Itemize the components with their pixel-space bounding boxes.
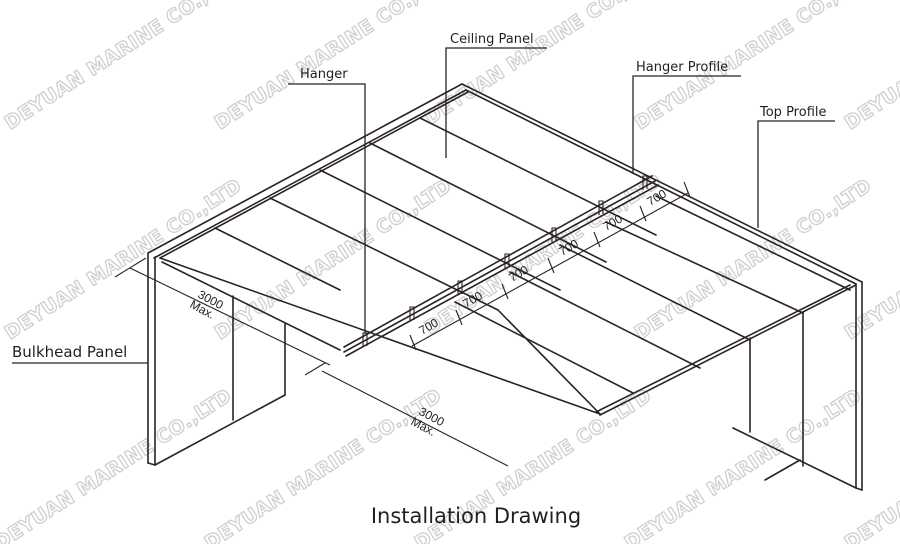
top-profile-back-left [147,83,469,259]
watermark: DEYUAN MARINE CO.,LTD [621,385,866,544]
leader-top-profile [757,120,835,228]
watermark: DEYUAN MARINE CO.,LTD [631,175,876,345]
ceiling-front-left-edge [159,257,601,415]
ceiling-panel-joints [214,117,851,415]
label-bulkhead-panel: Bulkhead Panel [12,343,127,361]
label-top-profile: Top Profile [759,105,827,120]
label-ceiling-panel: Ceiling Panel [450,32,534,47]
watermark: DEYUAN MARINE CO.,LTD [841,0,900,134]
watermark: DEYUAN MARINE CO.,LTD [0,385,236,544]
top-profile-back-right [461,83,863,285]
dimension-3000-front [321,370,509,467]
dimension-3000-side [114,257,331,376]
drawing-title: Installation Drawing [371,504,581,528]
label-hanger: Hanger [300,67,348,82]
bulkhead-panel-right [595,281,863,491]
dimension-700-chain [409,181,691,351]
leader-hanger-profile [632,75,741,174]
leader-ceiling-panel [445,47,547,158]
label-hanger-profile: Hanger Profile [636,60,728,75]
watermark: DEYUAN MARINE CO.,LTD [1,0,246,134]
watermark: DEYUAN MARINE CO.,LTD [421,0,666,129]
bulkhead-panel-left [147,252,286,466]
leader-hanger [288,83,366,334]
